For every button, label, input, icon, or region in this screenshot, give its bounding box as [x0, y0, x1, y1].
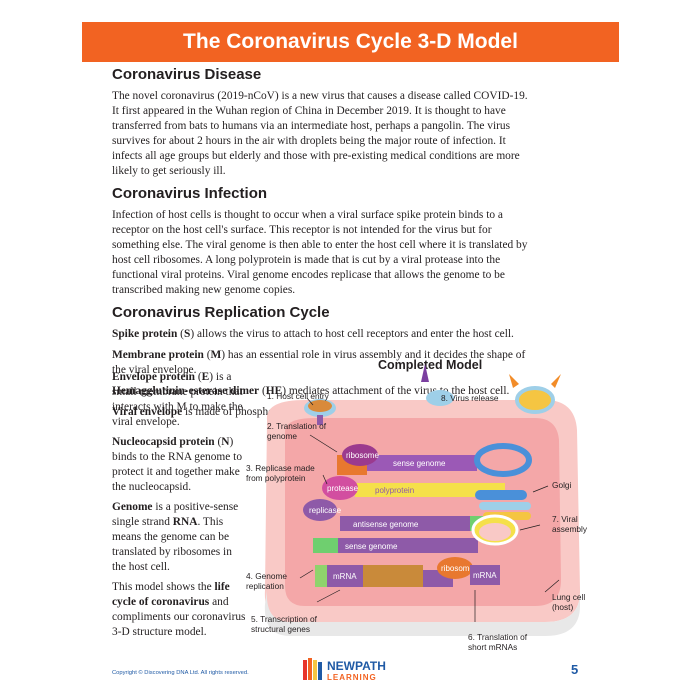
heading-disease: Coronavirus Disease [112, 66, 262, 83]
text-infection: Infection of host cells is thought to oc… [112, 209, 528, 296]
heading-replication: Coronavirus Replication Cycle [112, 304, 330, 321]
leader-lines [299, 397, 560, 622]
label-viral-assembly: 7. Viral assembly [552, 514, 588, 534]
newpath-logo: NEWPATH LEARNING [303, 656, 398, 686]
model-title: Completed Model [378, 358, 483, 372]
page-title-banner: The Coronavirus Cycle 3-D Model [82, 22, 619, 62]
def-spike: Spike protein (S) allows the virus to at… [112, 328, 514, 340]
label-host-cell-entry: 1. Host cell entry [267, 391, 329, 401]
page-number: 5 [571, 662, 579, 677]
model-note: This model shows the life cycle of coron… [112, 581, 246, 638]
strip-sense-genome-2: sense genome [345, 542, 398, 551]
label-virus-release: 8. Virus release [441, 393, 499, 403]
golgi [475, 490, 531, 520]
label-transcription: 5. Transcription of structural genes [251, 614, 317, 634]
section-disease: Coronavirus Disease The novel coronaviru… [112, 66, 537, 179]
label-lung-cell: Lung cell (host) [552, 592, 586, 612]
def-membrane: Membrane protein (M) has an essential ro… [112, 349, 526, 376]
strip-sense-genome-1: sense genome [393, 459, 446, 468]
label-golgi: Golgi [552, 480, 572, 490]
page-title: The Coronavirus Cycle 3-D Model [183, 30, 518, 53]
model-illustration: sense genome ribosome polyprotein protea… [264, 364, 581, 636]
strip-replicase: replicase [309, 506, 342, 515]
section-infection: Coronavirus Infection Infection of host … [112, 185, 537, 298]
def-hemagglutinin: Hemagglutinin-esterase dimer (HE) mediat… [112, 385, 510, 397]
strip-row-5: mRNA ribosome mRNA [315, 557, 500, 587]
strip-row-1: sense genome ribosome [337, 444, 477, 475]
heading-infection: Coronavirus Infection [112, 185, 268, 202]
book-icon [303, 658, 322, 680]
virus-release [421, 364, 561, 414]
label-translation-of-genome: 2. Translation of genome [267, 421, 327, 441]
main-content: Coronavirus Disease The novel coronaviru… [112, 66, 537, 426]
strip-antisense-genome: antisense genome [353, 520, 419, 529]
strip-ribosome-2: ribosome [441, 564, 474, 573]
strip-polyprotein: polyprotein [375, 486, 414, 495]
def-genome: Genome is a positive-sense single strand… [112, 501, 239, 573]
label-replicase-made: 3. Replicase made from polyprotein [246, 463, 315, 483]
def-nucleocapsid: Nucleocapsid protein (N) binds to the RN… [112, 436, 243, 493]
logo-line-1: NEWPATH [327, 659, 386, 673]
strip-row-4: sense genome [313, 538, 478, 553]
def-envelope-protein: Envelope protein (E) is a small membrane… [112, 371, 243, 428]
label-genome-replication: 4. Genome replication [246, 571, 288, 591]
viral-assembly [471, 443, 532, 546]
strip-mrna-2: mRNA [473, 571, 497, 580]
strip-row-2: polyprotein protease [322, 476, 505, 500]
cell-shadow [264, 590, 581, 636]
label-translation-short-mrnas: 6. Translation of short mRNAs [468, 632, 528, 652]
logo-line-2: LEARNING [327, 673, 377, 682]
left-column: Envelope protein (E) is a small membrane… [112, 370, 247, 645]
section-replication: Coronavirus Replication Cycle Spike prot… [112, 304, 537, 420]
footer-copyright: Copyright © Discovering DNA Ltd. All rig… [112, 670, 249, 676]
strip-mrna-1: mRNA [333, 572, 357, 581]
strip-ribosome-1: ribosome [346, 451, 379, 460]
text-disease: The novel coronavirus (2019-nCoV) is a n… [112, 90, 528, 177]
strip-protease: protease [327, 484, 359, 493]
